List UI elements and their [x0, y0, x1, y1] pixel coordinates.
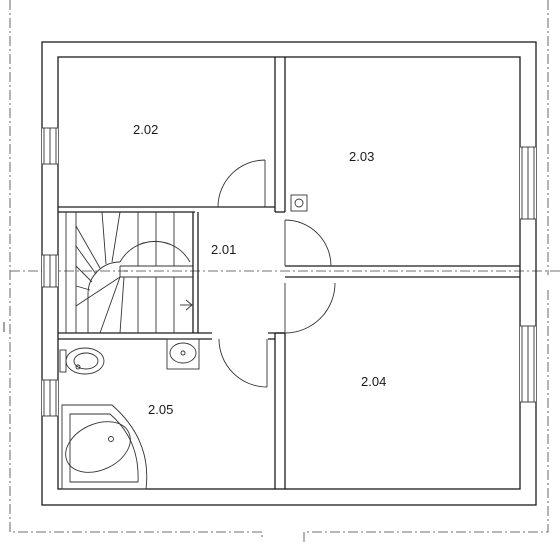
doors: [217, 159, 336, 388]
room-label-2.05: 2.05: [148, 402, 173, 417]
room-labels: 2.02 2.03 2.01 2.04 2.05: [133, 122, 386, 417]
bathroom-fixtures: [59, 338, 200, 490]
exterior-walls: [41, 41, 537, 506]
windows: [42, 127, 536, 417]
room-label-2.02: 2.02: [133, 122, 158, 137]
room-label-2.03: 2.03: [349, 149, 374, 164]
staircase: [65, 211, 193, 334]
shaft-symbol: [290, 194, 308, 212]
dimension-lines: [3, 0, 560, 544]
room-label-2.01: 2.01: [211, 242, 236, 257]
room-label-2.04: 2.04: [361, 374, 386, 389]
interior-walls: [58, 57, 520, 489]
